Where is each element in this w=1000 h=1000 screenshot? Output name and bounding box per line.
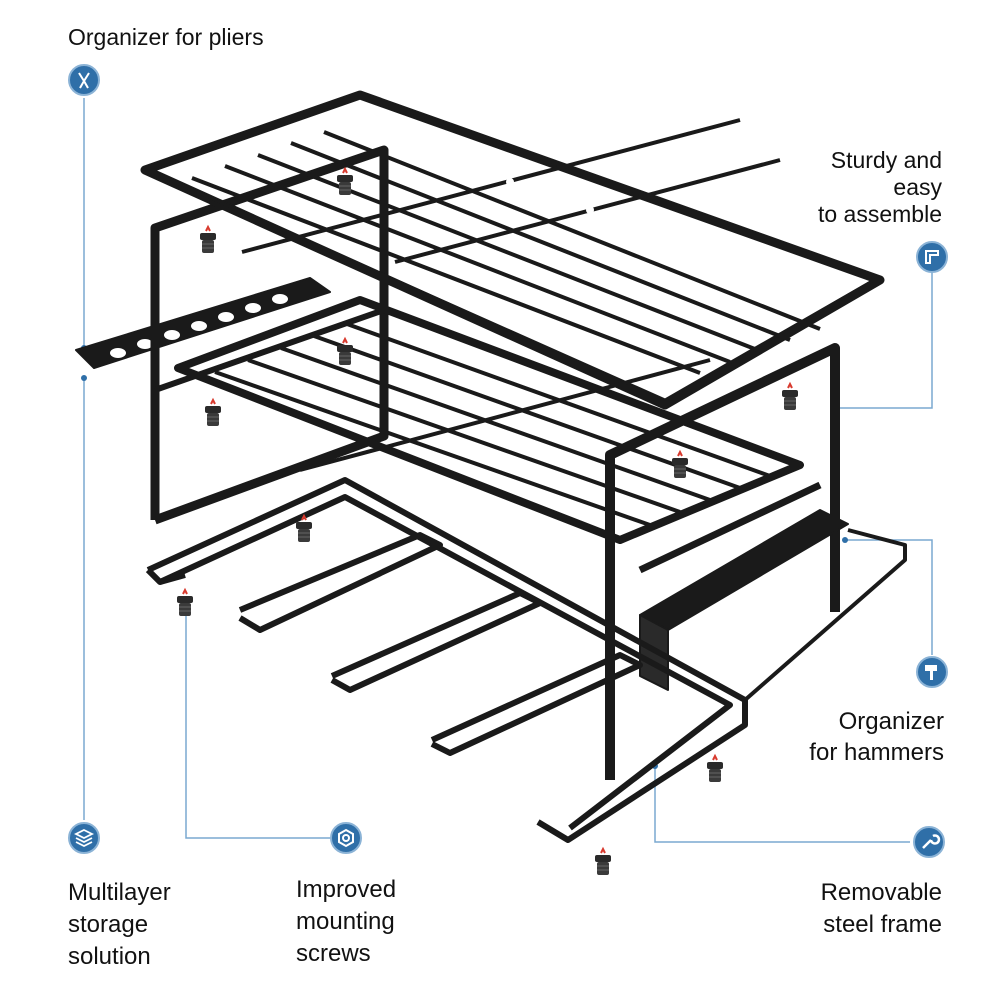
leader-lines xyxy=(83,98,933,843)
callout-pliers-label: Organizer for pliers xyxy=(68,24,264,50)
nut-icon xyxy=(330,822,362,854)
middle-shelf xyxy=(174,296,804,544)
callout-frame-label: Removable steel frame xyxy=(820,879,942,938)
wrench-icon xyxy=(913,826,945,858)
bottom-drill-rack xyxy=(145,477,748,843)
mounting-screws xyxy=(176,168,799,876)
right-side-frame xyxy=(605,343,840,780)
layers-icon xyxy=(68,822,100,854)
keyhole-slot xyxy=(814,392,826,408)
corner-bracket-icon xyxy=(916,241,948,273)
pliers-plate xyxy=(75,277,331,369)
hammer-plate xyxy=(639,509,907,702)
callout-screws-label: Improved mounting screws xyxy=(296,876,397,967)
top-shelf xyxy=(140,90,885,410)
callout-hammers-label: Organizer for hammers xyxy=(809,708,944,766)
callout-sturdy-label: Sturdy and easy to assemble xyxy=(817,147,942,227)
callout-multilayer-label: Multilayer storage solution xyxy=(68,879,171,970)
pliers-icon xyxy=(68,64,100,96)
hammer-icon xyxy=(916,656,948,688)
